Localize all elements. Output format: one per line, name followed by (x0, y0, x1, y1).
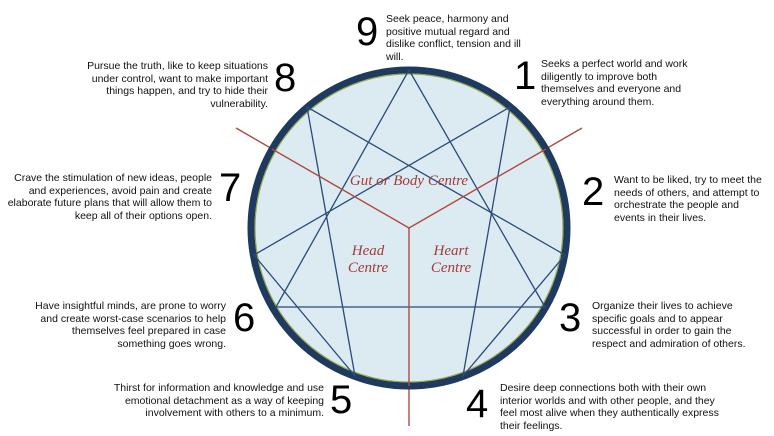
type-4-number: 4 (466, 382, 489, 426)
gut-centre-label: Gut or Body Centre (349, 173, 469, 189)
type-1-number: 1 (514, 54, 537, 98)
type-3-description: Organize their lives to achieve specific… (592, 300, 746, 350)
type-3-number: 3 (559, 296, 582, 340)
head-centre-label: Head Centre (333, 243, 403, 277)
type-7-description: Crave the stimulation of new ideas, peop… (7, 172, 212, 222)
type-5-number: 5 (330, 378, 353, 422)
heart-centre-line1: Heart (433, 243, 469, 259)
type-7-number: 7 (219, 166, 242, 210)
type-2-number: 2 (582, 170, 605, 214)
heart-centre-line2: Centre (430, 260, 472, 276)
type-9-number: 9 (356, 10, 379, 54)
type-9-description: Seek peace, harmony and positive mutual … (386, 13, 521, 63)
type-5-description: Thirst for information and knowledge and… (113, 382, 324, 420)
head-centre-line2: Centre (347, 260, 389, 276)
head-centre-line1: Head (351, 243, 385, 259)
type-4-description: Desire deep connections both with their … (500, 382, 719, 432)
type-2-description: Want to be liked, try to meet the needs … (614, 174, 762, 224)
divider-line-left-inner (271, 148, 410, 229)
type-6-number: 6 (233, 296, 256, 340)
hexad-1-4-2-8-5-7 (253, 105, 566, 379)
divider-line-right-inner (408, 148, 547, 229)
type-1-description: Seeks a perfect world and work diligentl… (541, 58, 688, 108)
heart-centre-label: Heart Centre (416, 243, 486, 277)
type-6-description: Have insightful minds, are prone to worr… (35, 300, 226, 350)
type-8-number: 8 (274, 56, 297, 100)
type-8-description: Pursue the truth, like to keep situation… (87, 60, 268, 110)
